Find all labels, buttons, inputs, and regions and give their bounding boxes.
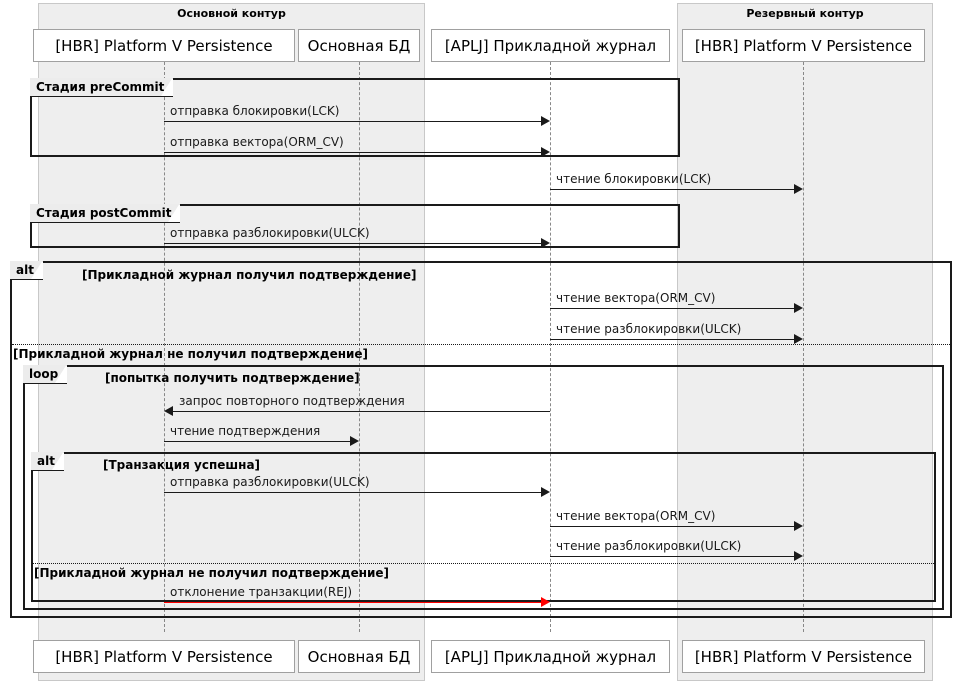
frame-label-corner-icon (55, 364, 68, 383)
frame-label-corner-icon (168, 203, 181, 222)
participant-label: [APLJ] Прикладной журнал (444, 36, 657, 55)
message-line-m10 (550, 526, 794, 527)
message-line-m9 (164, 492, 541, 493)
message-label-m3: чтение блокировки(LCK) (556, 172, 712, 186)
message-arrowhead-m8 (350, 436, 359, 446)
frame-else-condition-alt-outer: [Прикладной журнал не получил подтвержде… (13, 347, 369, 361)
message-label-m2: отправка вектора(ORM_CV) (170, 135, 344, 149)
message-arrowhead-m5 (794, 303, 803, 313)
message-label-m11: чтение разблокировки(ULCK) (556, 539, 742, 553)
message-label-m1: отправка блокировки(LCK) (170, 104, 340, 118)
message-label-m9: отправка разблокировки(ULCK) (170, 475, 370, 489)
frame-alt-outer (10, 261, 952, 618)
frame-alt-inner (31, 452, 936, 602)
participant-aplj-top[interactable]: [APLJ] Прикладной журнал (431, 29, 670, 62)
frame-label-text: Стадия postCommit (36, 206, 172, 220)
frame-label-alt-inner: alt (31, 451, 64, 471)
frame-postcommit (30, 204, 680, 248)
message-line-m2 (164, 152, 541, 153)
frame-label-postcommit: Стадия postCommit (30, 203, 181, 223)
message-line-m7 (173, 411, 550, 412)
message-line-m6 (550, 339, 794, 340)
message-line-m1 (164, 121, 541, 122)
frame-label-corner-icon (30, 260, 43, 279)
participant-label: [HBR] Platform V Persistence (694, 36, 913, 55)
message-line-m11 (550, 556, 794, 557)
message-line-m3 (550, 189, 794, 190)
frame-label-precommit: Стадия preCommit (30, 77, 174, 97)
frame-divider-alt-outer (12, 344, 950, 345)
lifeline-aplj (550, 62, 551, 632)
message-arrowhead-m12 (541, 597, 550, 607)
message-arrowhead-m4 (541, 238, 550, 248)
message-label-m4: отправка разблокировки(ULCK) (170, 226, 370, 240)
participant-label: [HBR] Platform V Persistence (55, 647, 273, 666)
lifeline-maindb (359, 62, 360, 632)
message-arrowhead-m2 (541, 147, 550, 157)
group-title-main-loop: Основной контур (177, 7, 286, 20)
frame-label-alt-outer: alt (10, 260, 43, 280)
message-label-m6: чтение разблокировки(ULCK) (556, 322, 742, 336)
participant-maindb-top[interactable]: Основная БД (298, 29, 420, 62)
message-line-m4 (164, 243, 541, 244)
frame-condition-loop-retry: [попытка получить подтверждение] (105, 371, 360, 385)
lifeline-hbr-main (164, 62, 165, 632)
message-line-m12 (164, 602, 541, 603)
frame-condition-alt-inner: [Транзакция успешна] (103, 458, 261, 472)
participant-label: Основная БД (307, 647, 411, 666)
frame-precommit (30, 78, 680, 157)
message-arrowhead-m9 (541, 487, 550, 497)
message-label-m12: отклонение транзакции(REJ) (170, 585, 353, 599)
message-arrowhead-m6 (794, 334, 803, 344)
message-arrowhead-m1 (541, 116, 550, 126)
participant-label: Основная БД (307, 36, 411, 55)
message-line-m8 (164, 441, 350, 442)
participant-label: [APLJ] Прикладной журнал (444, 647, 657, 666)
message-arrowhead-m10 (794, 521, 803, 531)
message-arrowhead-m7 (164, 406, 173, 416)
frame-label-text: loop (29, 367, 59, 381)
participant-aplj-bottom[interactable]: [APLJ] Прикладной журнал (431, 640, 670, 673)
message-label-m7: запрос повторного подтверждения (179, 394, 405, 408)
message-label-m8: чтение подтверждения (170, 424, 321, 438)
participant-hbr-backup-top[interactable]: [HBR] Platform V Persistence (682, 29, 925, 62)
frame-label-text: alt (37, 454, 55, 468)
message-label-m10: чтение вектора(ORM_CV) (556, 509, 716, 523)
frame-condition-alt-outer: [Прикладной журнал получил подтверждение… (82, 268, 417, 282)
message-arrowhead-m3 (794, 184, 803, 194)
frame-label-corner-icon (51, 451, 64, 470)
frame-label-corner-icon (161, 77, 174, 96)
frame-label-loop-retry: loop (23, 364, 68, 384)
participant-label: [HBR] Platform V Persistence (694, 647, 913, 666)
frame-else-condition-alt-inner: [Прикладной журнал не получил подтвержде… (34, 566, 390, 580)
participant-maindb-bottom[interactable]: Основная БД (298, 640, 420, 673)
message-label-m5: чтение вектора(ORM_CV) (556, 291, 716, 305)
group-box-main-loop (38, 3, 425, 681)
participant-hbr-main-bottom[interactable]: [HBR] Platform V Persistence (33, 640, 295, 673)
participant-hbr-main-top[interactable]: [HBR] Platform V Persistence (33, 29, 295, 62)
frame-divider-alt-inner (33, 563, 934, 564)
frame-loop-retry (23, 365, 944, 610)
participant-hbr-backup-bottom[interactable]: [HBR] Platform V Persistence (682, 640, 925, 673)
message-arrowhead-m11 (794, 551, 803, 561)
frame-label-text: alt (16, 263, 34, 277)
frame-label-text: Стадия preCommit (36, 80, 165, 94)
group-box-backup-loop (677, 3, 933, 681)
participant-label: [HBR] Platform V Persistence (55, 36, 273, 55)
lifeline-hbr-backup (803, 62, 804, 632)
message-line-m5 (550, 308, 794, 309)
group-title-backup-loop: Резервный контур (746, 7, 864, 20)
